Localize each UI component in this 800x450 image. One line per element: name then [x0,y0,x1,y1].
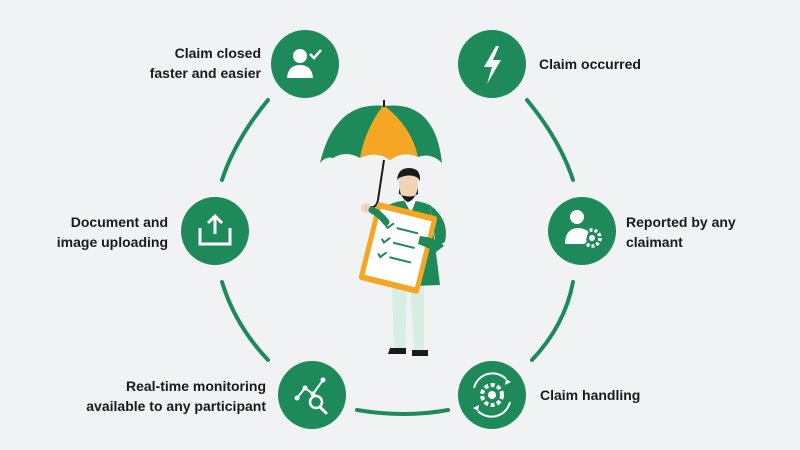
connector-arc [355,408,450,416]
user-gear-icon [565,210,602,248]
step-label-line: Document and [70,214,168,230]
step-label-claim-occurred: Claim occurred [539,54,641,74]
step-label-line: Reported by any [626,214,736,230]
analytics-search-icon [294,377,328,415]
clipboard [358,202,438,294]
user-check-icon [287,49,322,78]
step-label-line: Claim occurred [539,56,641,72]
connector-arc [530,280,575,362]
step-label-monitoring: Real-time monitoring available to any pa… [86,376,266,416]
man-legs [388,282,428,356]
connector-arc [525,98,575,182]
umbrella [320,100,442,209]
man-head [397,168,421,202]
step-circle-closed [271,30,339,98]
connector-arc [220,280,270,362]
man-with-umbrella-illustration [320,100,446,356]
step-label-line: Claim closed [174,45,261,61]
step-label-line: faster and easier [149,65,261,81]
step-label-closed: Claim closed faster and easier [150,43,261,83]
lightning-icon [484,46,501,84]
step-label-line: Real-time monitoring [125,378,266,394]
step-label-line: image uploading [56,234,168,250]
upload-icon [198,213,232,246]
step-label-uploading: Document and image uploading [57,212,168,252]
step-label-line: Claim handling [540,387,641,403]
cycle-connectors [220,98,575,416]
gear-cycle-icon [473,372,511,418]
step-circle-reported [548,197,616,265]
step-label-line: claimant [626,234,683,250]
step-circle-monitoring [278,361,346,429]
step-label-reported: Reported by any claimant [626,212,736,252]
step-label-claim-handling: Claim handling [540,385,640,405]
connector-arc [220,98,270,182]
step-circle-uploading [181,197,249,265]
step-label-line: available to any participant [86,398,266,414]
step-circle-claim-occurred [458,30,526,98]
step-circle-claim-handling [458,361,526,429]
